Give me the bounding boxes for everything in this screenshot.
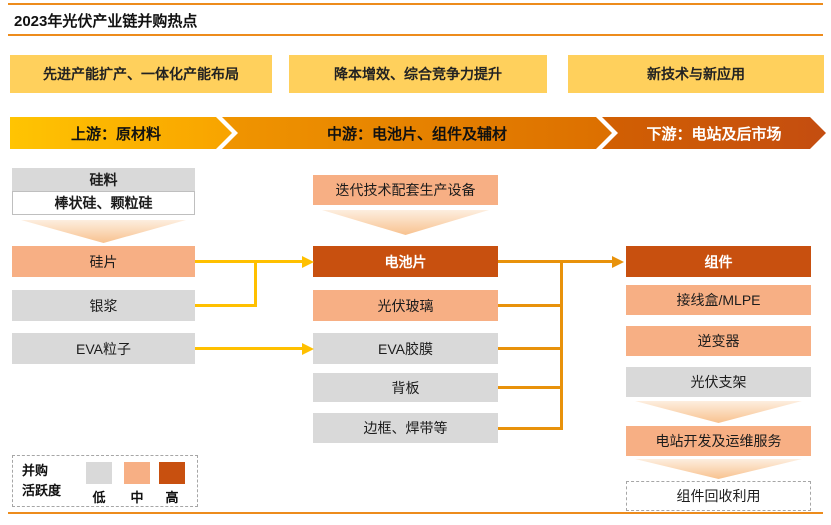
- box-eva-resin: EVA粒子: [12, 333, 195, 364]
- theme-box-cost-reduction: 降本增效、综合竞争力提升: [289, 55, 547, 93]
- flow-down-arrow-midstream: [322, 210, 489, 235]
- legend-label-mid: 中: [130, 490, 144, 505]
- box-pv-glass: 光伏玻璃: [313, 290, 498, 321]
- box-junction-box-mlpe: 接线盒/MLPE: [626, 285, 811, 315]
- theme-box-capacity-expansion: 先进产能扩产、一体化产能布局: [10, 55, 272, 93]
- title-underline-rule: [8, 34, 823, 36]
- box-silicon-types: 棒状硅、颗粒硅: [12, 191, 195, 215]
- box-silicon-material: 硅料: [12, 168, 195, 191]
- box-module-recycling: 组件回收利用: [626, 481, 811, 511]
- connector-wafer-to-cell-arrowhead: [302, 256, 314, 268]
- legend-swatch-high: [159, 462, 185, 484]
- connector-frame-ribbon-branch: [498, 427, 563, 430]
- box-module: 组件: [626, 246, 811, 277]
- top-rule: [8, 3, 823, 5]
- bottom-rule: [8, 512, 823, 514]
- legend-label-high: 高: [165, 490, 179, 505]
- box-silicon-wafer: 硅片: [12, 246, 195, 277]
- connector-silver-paste-branch: [195, 304, 257, 307]
- stage-midstream-banner: 中游：电池片、组件及辅材: [222, 117, 612, 149]
- connector-eva-resin-to-film: [195, 347, 305, 350]
- page-title: 2023年光伏产业链并购热点: [14, 13, 198, 30]
- box-solar-cell: 电池片: [313, 246, 498, 277]
- box-backsheet: 背板: [313, 373, 498, 402]
- box-eva-film: EVA胶膜: [313, 333, 498, 364]
- connector-cell-to-module: [498, 260, 614, 263]
- stage-upstream-banner: 上游：原材料: [10, 117, 232, 149]
- legend-label-low: 低: [92, 490, 106, 505]
- box-inverter: 逆变器: [626, 326, 811, 356]
- flow-down-arrow-downstream-2: [635, 459, 802, 479]
- flow-down-arrow-upstream: [21, 220, 186, 243]
- legend-title-line2: 活跃度: [22, 483, 62, 499]
- box-pv-mounting: 光伏支架: [626, 367, 811, 397]
- legend: 并购 活跃度 低 中 高: [12, 455, 198, 507]
- connector-backsheet-branch: [498, 386, 563, 389]
- legend-title: 并购 活跃度: [22, 461, 61, 501]
- flow-down-arrow-downstream-1: [635, 401, 802, 423]
- legend-title-line1: 并购: [22, 463, 49, 478]
- legend-swatch-low: [86, 462, 112, 484]
- connector-pv-glass-branch: [498, 304, 563, 307]
- stage-downstream-banner: 下游：电站及后市场: [602, 117, 826, 149]
- box-silver-paste: 银浆: [12, 290, 195, 321]
- connector-eva-resin-arrowhead: [302, 343, 314, 355]
- legend-swatch-mid: [124, 462, 150, 484]
- connector-eva-film-branch: [498, 347, 563, 350]
- connector-silver-paste-riser: [254, 262, 257, 307]
- box-production-equipment: 迭代技术配套生产设备: [313, 175, 498, 205]
- connector-wafer-to-cell: [195, 260, 305, 263]
- connector-cell-to-module-arrowhead: [612, 256, 624, 268]
- box-frame-ribbon: 边框、焊带等: [313, 413, 498, 443]
- box-plant-development-om: 电站开发及运维服务: [626, 426, 811, 456]
- connector-collector-riser: [560, 260, 563, 430]
- theme-box-new-tech: 新技术与新应用: [568, 55, 824, 93]
